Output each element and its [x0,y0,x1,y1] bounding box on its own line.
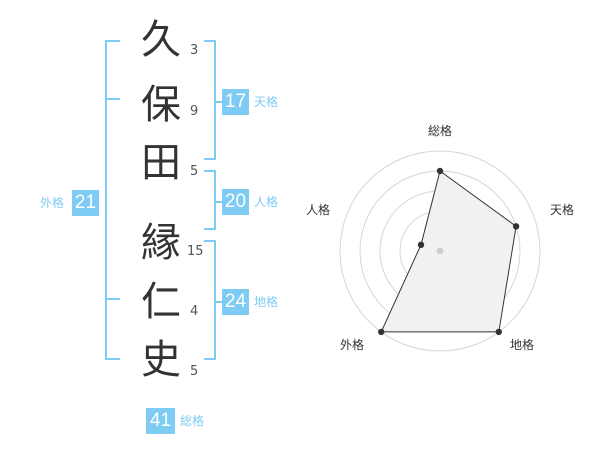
name-char-2: 保 [141,82,181,128]
gaikaku-label: 外格 [40,196,65,210]
stroke-count-5: 4 [190,304,199,319]
radar-point-1 [436,167,444,175]
name-char-1: 久 [141,17,181,63]
radar-axis-label-soukaku: 総格 [428,124,453,138]
stroke-count-4: 15 [187,244,204,259]
radar-axis-label-jinkaku: 人格 [306,203,331,217]
name-char-6: 史 [141,337,181,383]
radar-axis-label-gaikaku: 外格 [340,338,365,352]
radar-point-4 [378,328,385,336]
chikaku-value: 24 [222,289,249,315]
tenkaku-value: 17 [222,89,249,115]
stroke-count-1: 3 [190,43,199,58]
radar-ring-5 [339,150,541,352]
tenkaku-label: 天格 [254,95,279,109]
soukaku-value: 41 [146,408,175,434]
radar-point-5 [417,241,425,248]
radar-series-area [380,170,517,333]
radar-center-dot [436,247,444,255]
stroke-count-3: 5 [190,164,199,179]
stroke-count-6: 5 [190,364,199,379]
radar-axis-label-tenkaku: 天格 [550,203,575,217]
soukaku-label: 総格 [180,414,205,428]
stroke-count-2: 9 [190,104,199,119]
radar-point-2 [512,223,520,230]
jinkaku-label: 人格 [254,195,279,209]
name-char-4: 縁 [141,220,181,266]
radar-axis-label-chikaku: 地格 [510,338,535,352]
jinkaku-value: 20 [222,189,249,215]
name-char-3: 田 [141,140,181,186]
name-char-5: 仁 [141,279,181,325]
gaikaku-value: 21 [72,190,99,216]
radar-points [378,167,520,336]
chikaku-label: 地格 [254,295,279,309]
radar-point-3 [495,328,502,336]
